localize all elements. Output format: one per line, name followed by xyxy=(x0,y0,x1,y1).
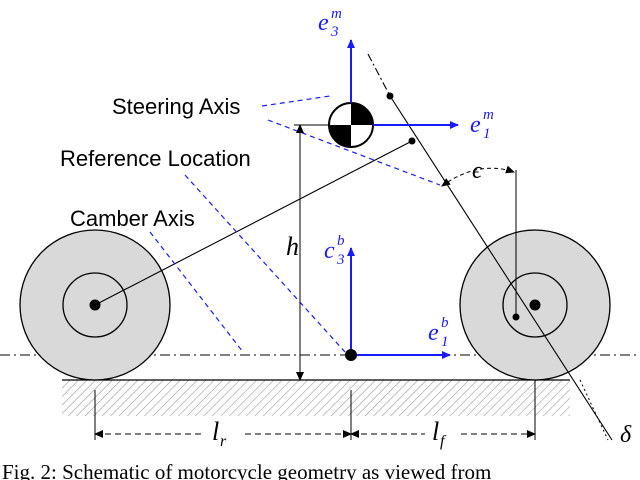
reference-location-label: Reference Location xyxy=(60,146,251,171)
ground xyxy=(62,379,570,416)
svg-text:e: e xyxy=(318,10,329,36)
svg-text:l: l xyxy=(432,417,439,446)
svg-text:m: m xyxy=(483,107,494,123)
svg-text:3: 3 xyxy=(330,24,339,40)
front-wheel xyxy=(459,229,611,381)
center-of-mass-icon xyxy=(328,102,374,148)
lf-label: l f xyxy=(432,417,447,450)
epsilon-arc xyxy=(441,165,515,187)
svg-text:e: e xyxy=(470,112,481,138)
svg-text:r: r xyxy=(220,433,227,450)
lr-label: l r xyxy=(212,417,227,450)
svg-text:m: m xyxy=(331,6,342,22)
svg-text:l: l xyxy=(212,417,219,446)
svg-text:c: c xyxy=(324,238,335,264)
e1b-label: e b 1 xyxy=(428,315,449,350)
h-dimension xyxy=(294,124,332,381)
body-origin-dot xyxy=(345,349,357,361)
svg-text:3: 3 xyxy=(336,252,345,268)
h-label: h xyxy=(286,232,299,261)
svg-text:f: f xyxy=(440,433,447,450)
svg-text:b: b xyxy=(441,315,449,331)
wheelbase-dimensions xyxy=(94,390,536,446)
epsilon-label: ϵ xyxy=(472,158,483,184)
rear-frame-line xyxy=(94,140,413,306)
svg-text:b: b xyxy=(337,233,345,249)
delta-line xyxy=(579,379,609,441)
camber-axis-label: Camber Axis xyxy=(70,206,195,231)
e3m-label: e m 3 xyxy=(318,6,342,40)
svg-text:1: 1 xyxy=(483,126,491,142)
c3b-label: c b 3 xyxy=(324,233,345,268)
delta-label: δ xyxy=(620,422,632,448)
svg-text:1: 1 xyxy=(441,334,449,350)
svg-text:e: e xyxy=(428,320,439,346)
e1m-label: e m 1 xyxy=(470,107,494,142)
figure-caption: Fig. 2: Schematic of motorcycle geometry… xyxy=(2,460,491,480)
steering-axis-label: Steering Axis xyxy=(112,94,240,119)
